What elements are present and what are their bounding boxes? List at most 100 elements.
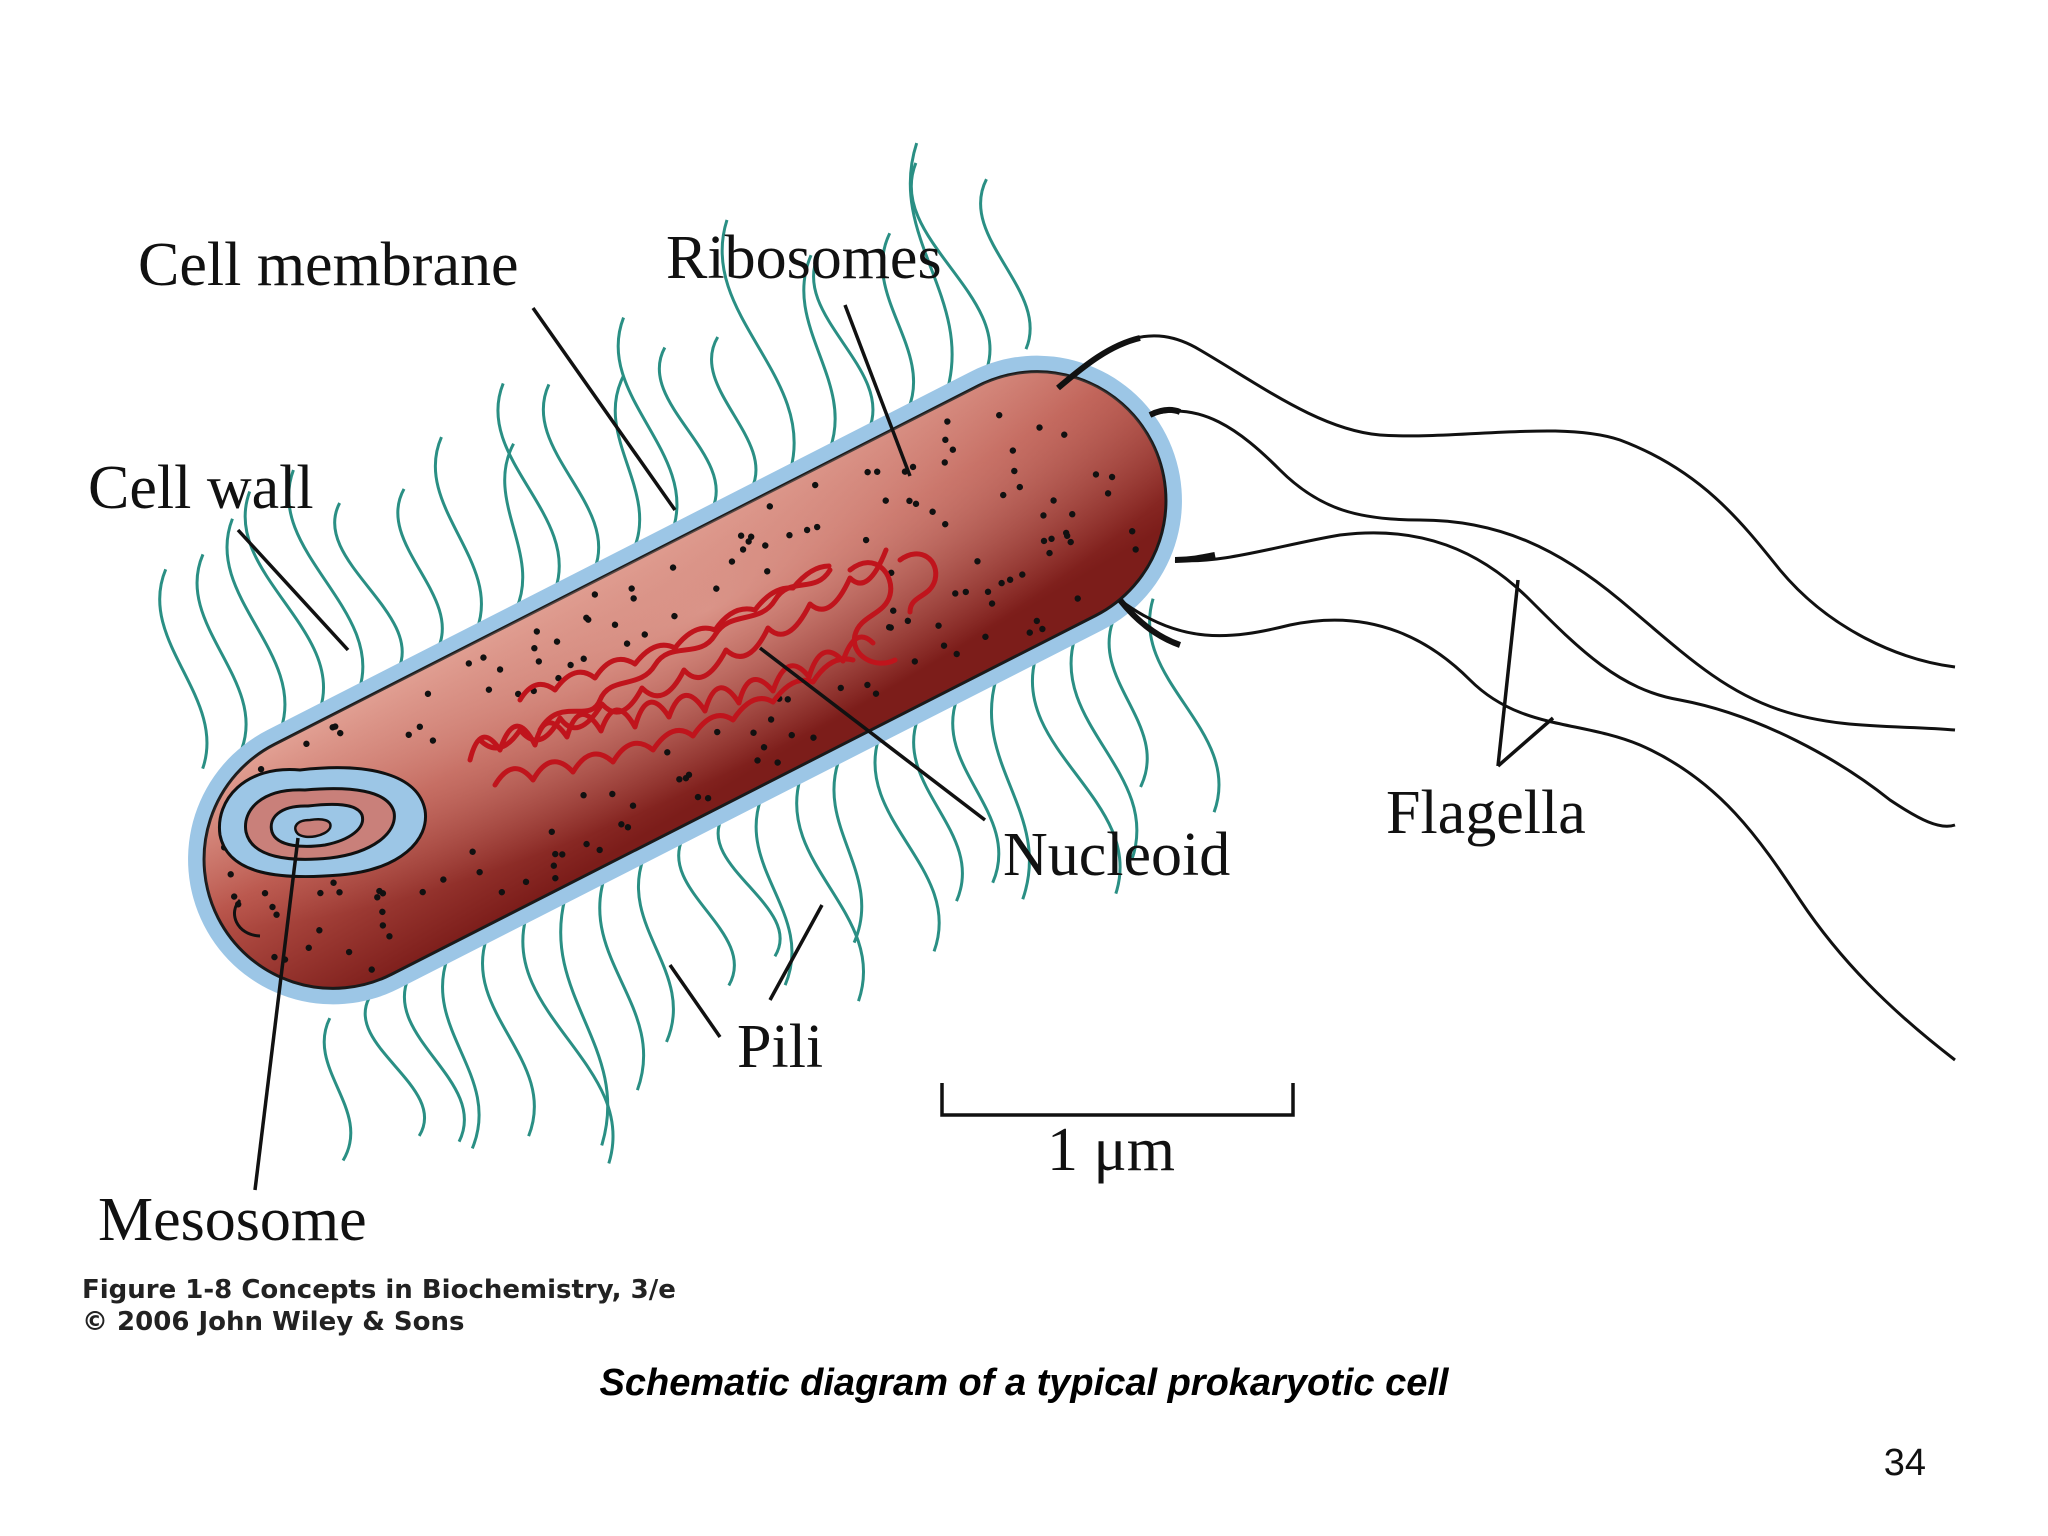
- ribosome-dot: [429, 737, 437, 744]
- ribosome-dot: [766, 503, 774, 510]
- pilus: [1107, 618, 1149, 788]
- ribosome-dot: [1048, 535, 1055, 543]
- pilus: [158, 568, 209, 770]
- pilus: [322, 1017, 353, 1162]
- pilus: [402, 977, 466, 1143]
- ribosome-dot: [623, 640, 631, 647]
- ribosome-dot: [996, 411, 1003, 419]
- pilus: [243, 490, 325, 710]
- ribosome-dot: [941, 459, 948, 466]
- ribosome-dot: [874, 468, 881, 475]
- pilus: [480, 937, 536, 1137]
- ribosome-dot: [664, 749, 671, 756]
- ribosome-dot: [591, 591, 599, 598]
- ribosome-dot: [1033, 617, 1041, 625]
- ribosome-dot: [1069, 511, 1076, 518]
- ribosome-dot: [906, 497, 913, 505]
- ribosome-dot: [533, 628, 541, 635]
- ribosome-dot: [685, 771, 693, 779]
- ribosome-dot: [550, 862, 558, 869]
- pilus: [677, 837, 736, 987]
- ribosome-dot: [886, 624, 893, 631]
- ribosome-dot: [1108, 473, 1116, 481]
- pilus: [396, 488, 444, 650]
- ribosome-dot: [837, 684, 844, 692]
- ribosome-dot: [1040, 537, 1048, 545]
- ribosome-dot: [583, 840, 590, 848]
- ribosome-dot: [580, 792, 587, 799]
- ribosome-dot: [949, 446, 957, 453]
- ribosome-dot: [1074, 595, 1081, 602]
- ribosome-dot: [273, 911, 280, 918]
- ribosome-dot: [1092, 471, 1100, 478]
- ribosome-dot: [469, 848, 476, 855]
- ribosome-dot: [1039, 625, 1046, 633]
- pilus: [832, 757, 864, 944]
- ribosome-dot: [476, 868, 483, 876]
- ribosome-dot: [535, 658, 543, 665]
- ribosome-dot: [611, 621, 619, 628]
- pilus: [541, 383, 601, 570]
- ribosome-dot: [694, 793, 702, 801]
- ribosome-dot: [303, 740, 310, 748]
- page-number: 34: [1883, 1442, 1926, 1484]
- pilus: [333, 502, 404, 670]
- pilus: [990, 678, 1031, 900]
- ribosome-dot: [316, 927, 323, 934]
- pilus: [636, 857, 675, 1043]
- ribosome-dot: [988, 600, 996, 607]
- ribosome-dot: [416, 723, 424, 730]
- pilus: [559, 897, 610, 1146]
- ribosome-dot: [1009, 447, 1017, 454]
- ribosome-dot: [747, 533, 755, 540]
- ribosome-dot: [419, 888, 426, 896]
- ribosome-dot: [728, 558, 736, 565]
- ribosome-dot: [552, 874, 559, 882]
- ribosome-dot: [559, 851, 566, 858]
- ribosome-dot: [803, 526, 811, 534]
- ribosome-dot: [1104, 490, 1112, 497]
- ribosome-dot: [784, 696, 791, 703]
- ribosome-dot: [257, 765, 265, 773]
- ribosome-dot: [379, 908, 386, 916]
- ribosome-dot: [864, 681, 871, 689]
- pilus: [720, 219, 796, 470]
- ribosome-dot: [330, 879, 337, 886]
- pilus: [710, 336, 758, 490]
- ribosome-dot: [940, 642, 948, 649]
- pilus: [363, 997, 427, 1137]
- ribosome-dot: [332, 723, 339, 730]
- ribosome-dot: [522, 878, 530, 886]
- pilus: [225, 518, 287, 730]
- ribosome-dot: [596, 846, 603, 854]
- pilus: [598, 877, 645, 1091]
- ribosome-dot: [630, 595, 637, 602]
- ribosome-dot: [764, 568, 771, 575]
- ribosome-dot: [904, 617, 912, 625]
- ribosome-dot: [1000, 491, 1007, 499]
- label-flagella: Flagella: [1386, 779, 1586, 847]
- ribosome-dot: [1026, 629, 1033, 636]
- ribosome-dot: [618, 821, 625, 828]
- pilus: [503, 442, 525, 610]
- ribosome-dot: [1061, 431, 1068, 438]
- ribosome-dot: [942, 520, 949, 528]
- pilus: [496, 382, 561, 590]
- ribosome-dot: [788, 731, 795, 739]
- ribosome-dot: [935, 622, 942, 629]
- label-ribosomes: Ribosomes: [666, 224, 942, 292]
- pilus: [909, 162, 992, 370]
- pilus: [716, 817, 782, 958]
- label-pili: Pili: [737, 1013, 823, 1081]
- ribosome-dot: [714, 728, 721, 736]
- ribosome-dot: [514, 690, 522, 698]
- ribosome-dot: [1067, 538, 1074, 546]
- pilus: [433, 436, 484, 630]
- ribosome-dot: [405, 731, 412, 738]
- ribosome-dot: [1016, 483, 1024, 491]
- pilus: [880, 232, 915, 410]
- ribosome-dot: [974, 558, 981, 565]
- ribosome-dot: [271, 953, 278, 961]
- ribosome-dot: [998, 579, 1005, 587]
